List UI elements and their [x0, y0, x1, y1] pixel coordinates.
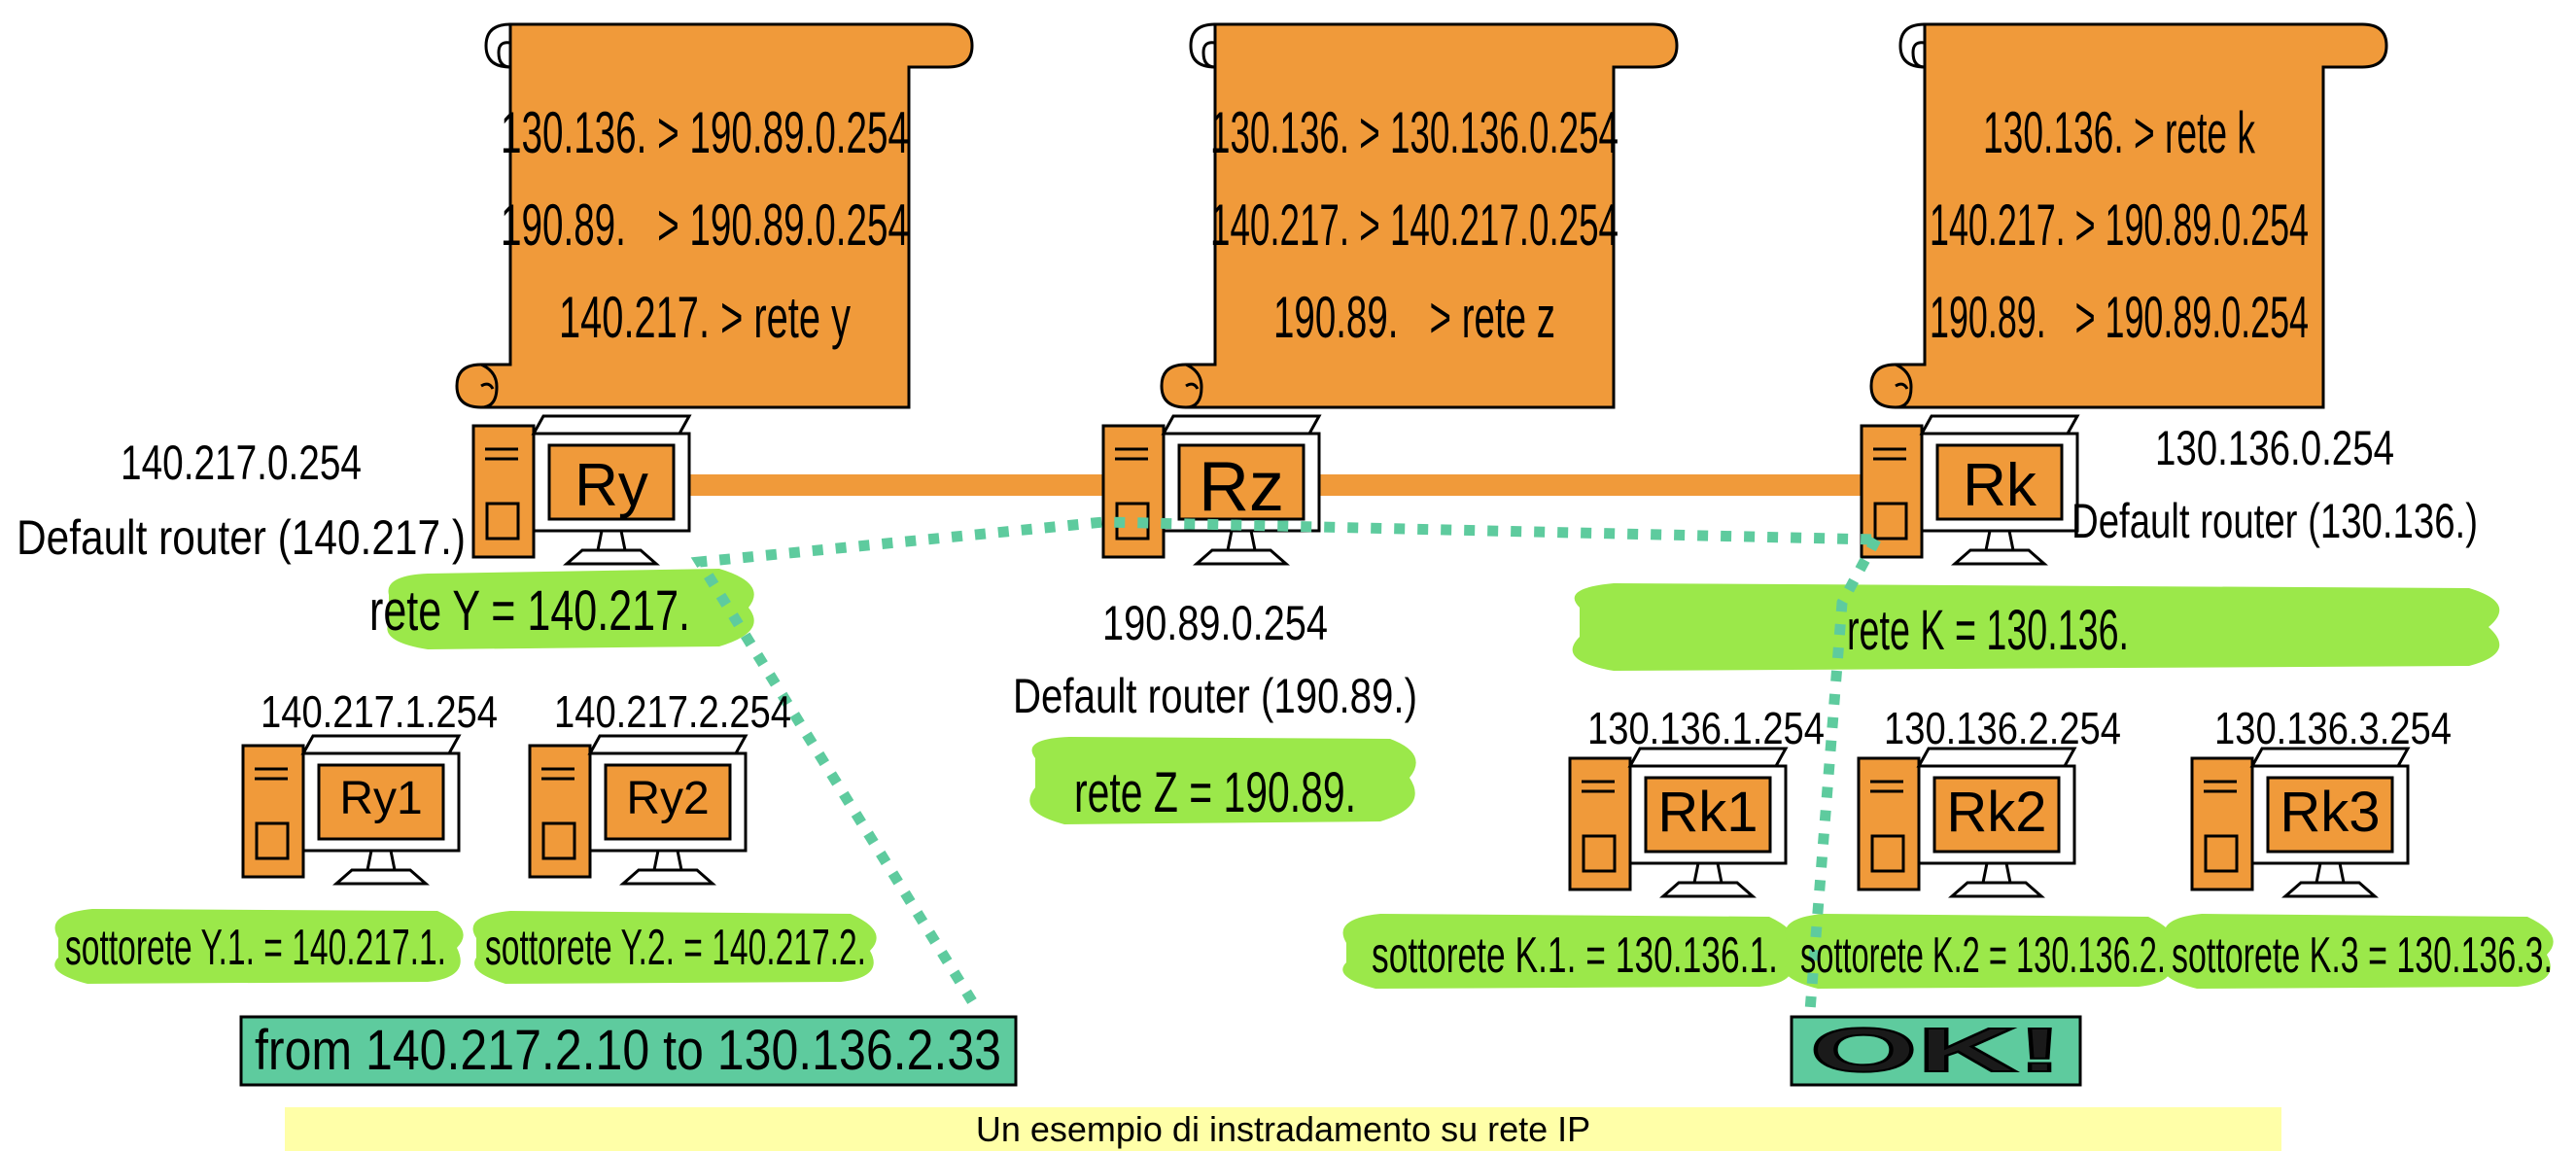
- packet-path: [690, 516, 1881, 1012]
- default-router-label: Default router (140.217.): [17, 510, 466, 565]
- subnet-label: sottorete K.2 = 130.136.2.: [1800, 927, 2166, 984]
- router-label: Rz: [1199, 448, 1284, 526]
- subnet-label: sottorete Y.1. = 140.217.1.: [65, 920, 446, 976]
- router-label: Rk2: [1946, 781, 2046, 844]
- backbone-links: [685, 474, 1864, 496]
- ok-box: OK!: [1790, 1014, 2082, 1087]
- table-row: 140.217. > 190.89.0.254: [1930, 192, 2309, 258]
- router-rk2: Rk2: [1857, 747, 2076, 898]
- table-row: 130.136. > rete k: [1983, 100, 2256, 165]
- routing-table-ry: 130.136. > 190.89.0.254 190.89. > 190.89…: [455, 22, 974, 409]
- router-ry1: Ry1: [241, 734, 461, 886]
- table-row: 190.89. > 190.89.0.254: [1930, 285, 2309, 350]
- router-ip: 140.217.1.254: [261, 686, 498, 737]
- subnet-label: sottorete K.1. = 130.136.1.: [1372, 927, 1778, 984]
- router-label: Rk1: [1657, 781, 1758, 844]
- router-ip: 130.136.2.254: [1884, 703, 2121, 753]
- router-label: Ry1: [339, 773, 422, 824]
- router-ry2: Ry2: [528, 734, 748, 886]
- router-ip: 140.217.2.254: [554, 686, 791, 737]
- routing-table-rz: 130.136. > 130.136.0.254 140.217. > 140.…: [1160, 22, 1679, 409]
- subnet-label: sottorete Y.2. = 140.217.2.: [485, 920, 866, 976]
- ok-label: OK!: [1810, 1015, 2063, 1085]
- table-row: 190.89. > 190.89.0.254: [501, 192, 909, 258]
- packet-box: from 140.217.2.10 to 130.136.2.33: [239, 1015, 1018, 1087]
- packet-label: from 140.217.2.10 to 130.136.2.33: [255, 1019, 1001, 1082]
- router-rk: Rk: [1860, 414, 2079, 566]
- table-row: 190.89. > rete z: [1273, 285, 1555, 350]
- router-label: Rk: [1963, 452, 2037, 519]
- router-label: Ry2: [626, 773, 709, 824]
- table-row: 140.217. > rete y: [559, 285, 851, 350]
- default-router-label: Default router (190.89.): [1013, 669, 1417, 723]
- table-row: 130.136. > 130.136.0.254: [1210, 100, 1619, 165]
- router-ip: 190.89.0.254: [1102, 596, 1328, 650]
- table-row: 140.217. > 140.217.0.254: [1210, 192, 1619, 258]
- router-label: Ry: [574, 452, 648, 519]
- caption-bar: Un esempio di instradamento su rete IP: [285, 1107, 2281, 1151]
- caption: Un esempio di instradamento su rete IP: [975, 1108, 1591, 1149]
- router-ip: 130.136.1.254: [1587, 703, 1825, 753]
- routing-table-rk: 130.136. > rete k 140.217. > 190.89.0.25…: [1869, 22, 2388, 409]
- router-rz: Rz: [1101, 414, 1321, 566]
- router-ip: 130.136.3.254: [2214, 703, 2452, 753]
- network-label: rete K = 130.136.: [1847, 599, 2129, 662]
- router-ry: Ry: [471, 414, 691, 566]
- network-label: rete Y = 140.217.: [369, 579, 690, 643]
- router-ip: 140.217.0.254: [121, 436, 362, 490]
- default-router-label: Default router (130.136.): [2071, 494, 2478, 548]
- router-label: Rk3: [2280, 781, 2380, 844]
- table-row: 130.136. > 190.89.0.254: [501, 100, 909, 165]
- router-ip: 130.136.0.254: [2155, 421, 2394, 475]
- router-rk3: Rk3: [2190, 747, 2410, 898]
- router-rk1: Rk1: [1568, 747, 1788, 898]
- network-highlights: [54, 569, 2554, 989]
- subnet-label: sottorete K.3 = 130.136.3.: [2172, 927, 2553, 984]
- network-label: rete Z = 190.89.: [1074, 761, 1356, 824]
